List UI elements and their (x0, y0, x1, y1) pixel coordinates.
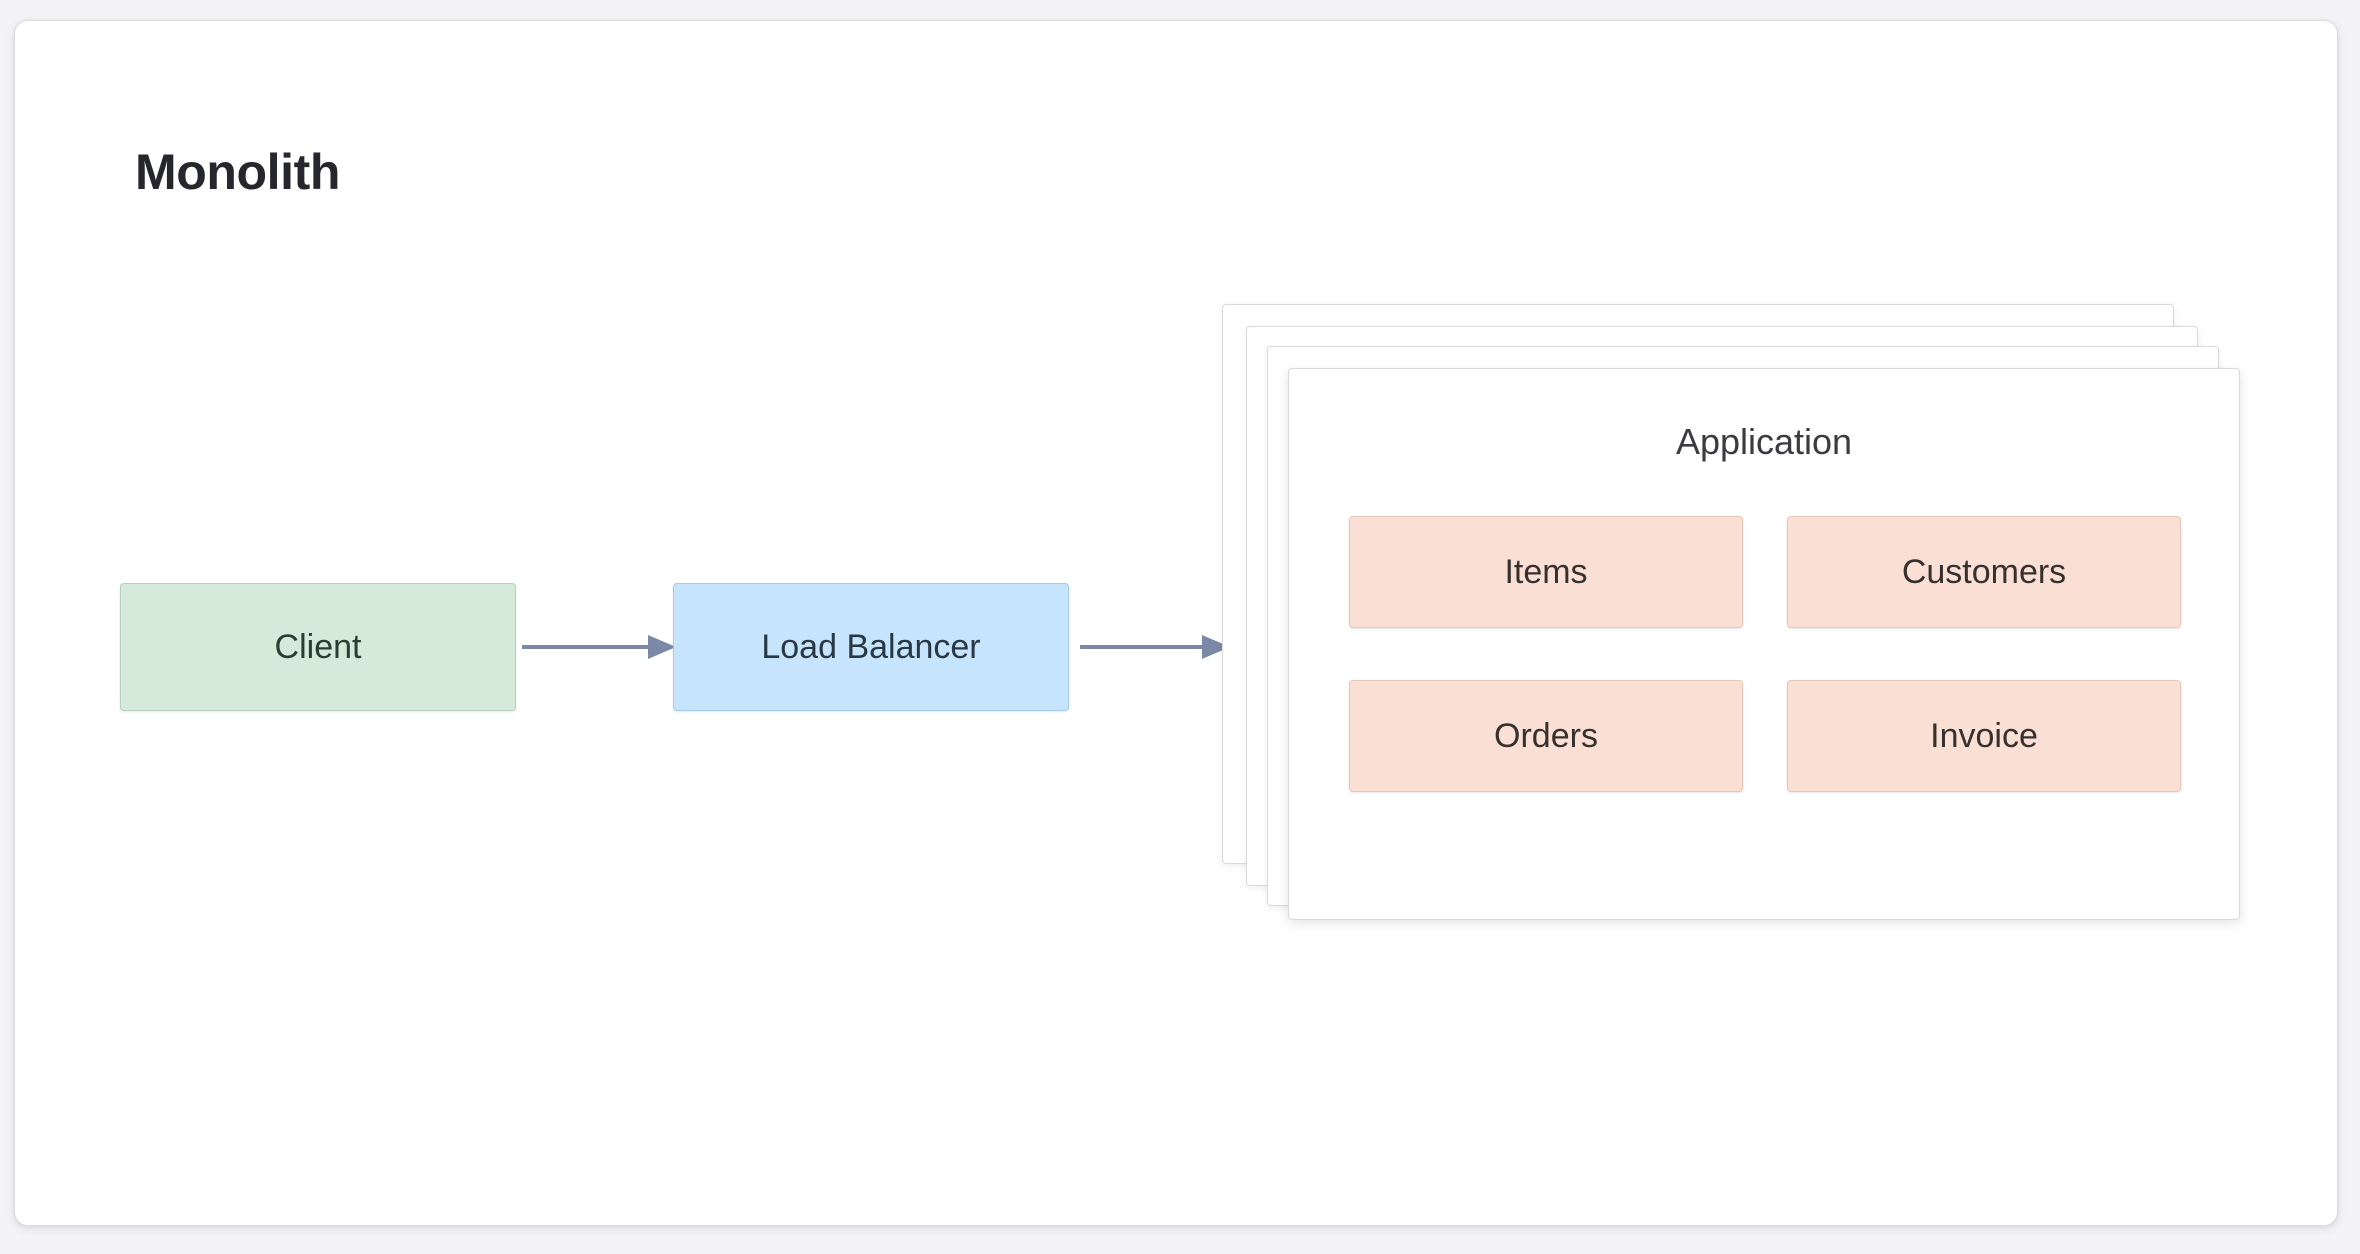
application-card-stack: Application Items Customers Orders Invoi… (1216, 296, 2246, 936)
node-client-label: Client (274, 627, 362, 666)
service-label: Orders (1494, 716, 1598, 755)
service-box-customers[interactable]: Customers (1787, 516, 2181, 628)
page-title: Monolith (135, 144, 341, 200)
service-label: Invoice (1930, 716, 2038, 755)
service-box-orders[interactable]: Orders (1349, 680, 1743, 792)
service-box-items[interactable]: Items (1349, 516, 1743, 628)
node-load-balancer-label: Load Balancer (761, 627, 981, 666)
arrow-client-to-load-balancer (522, 635, 676, 659)
arrow-load-balancer-to-application (1080, 635, 1230, 659)
service-label: Customers (1901, 552, 2067, 591)
node-client[interactable]: Client (120, 583, 516, 711)
service-label: Items (1504, 552, 1588, 591)
node-application[interactable]: Application Items Customers Orders Invoi… (1288, 368, 2240, 920)
node-load-balancer[interactable]: Load Balancer (673, 583, 1069, 711)
service-box-invoice[interactable]: Invoice (1787, 680, 2181, 792)
application-title: Application (1675, 421, 1853, 462)
service-grid: Items Customers Orders Invoice (1349, 516, 2181, 792)
